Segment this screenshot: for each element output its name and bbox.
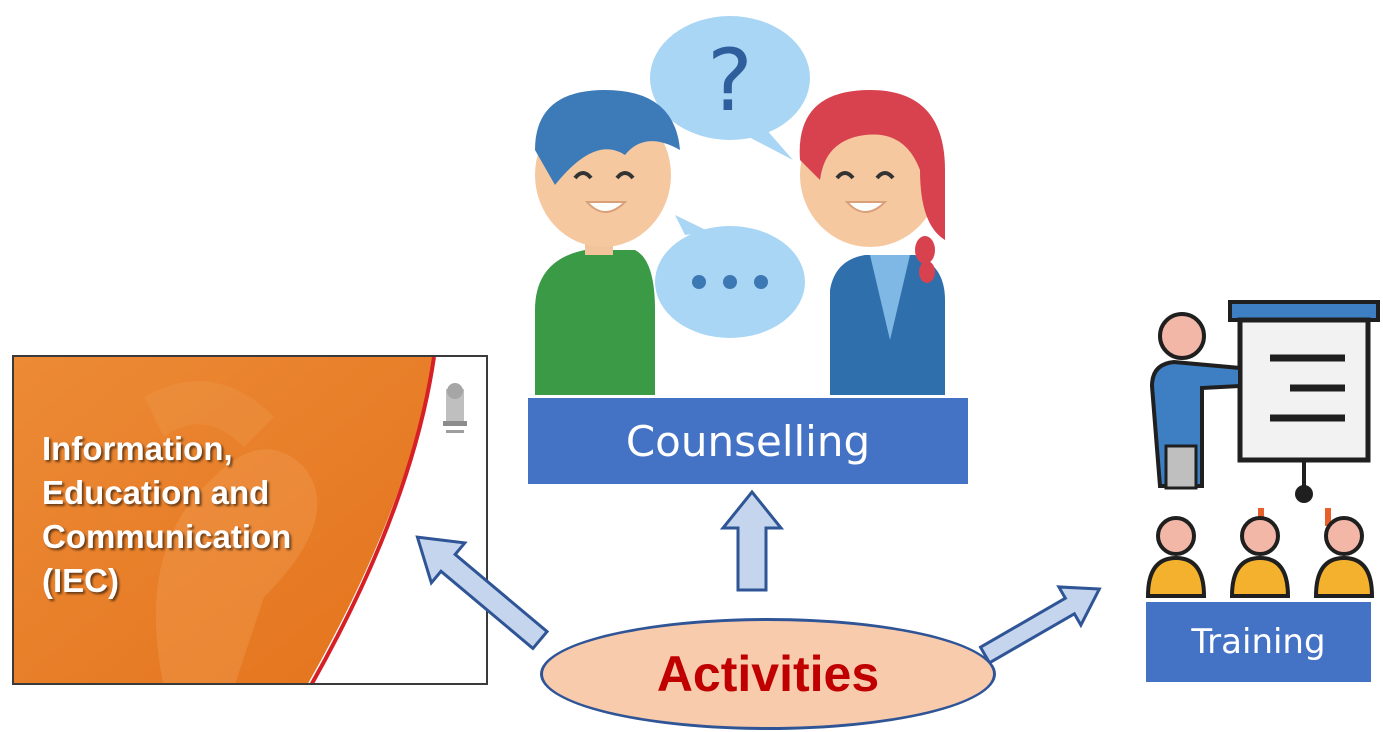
arrow-to-training [978,585,1102,665]
iec-background [14,357,467,683]
girl-icon [799,90,945,395]
training-illustration [1145,300,1380,598]
iec-title-line: Communication [42,518,292,555]
ellipsis-bubble-icon [655,215,805,338]
question-bubble-icon: ? [650,16,810,160]
iec-title: Information, Education and Communication… [42,427,362,603]
audience-icon [1145,516,1375,598]
question-mark: ? [707,31,753,131]
iec-title-line: (IEC) [42,562,119,599]
national-emblem-icon [443,383,467,433]
iec-card: Information, Education and Communication… [12,355,488,685]
boy-icon [535,90,680,395]
arrow-to-counselling [719,489,785,592]
counselling-illustration: ? [535,16,945,395]
iec-title-line: Education and [42,474,270,511]
training-label: Training [1146,602,1371,682]
counselling-label: Counselling [528,398,968,484]
presentation-board-icon [1228,300,1380,526]
iec-title-line: Information, [42,430,233,467]
presenter-icon [1149,312,1242,490]
arrow-to-iec [415,535,550,651]
activities-node: Activities [540,618,996,730]
